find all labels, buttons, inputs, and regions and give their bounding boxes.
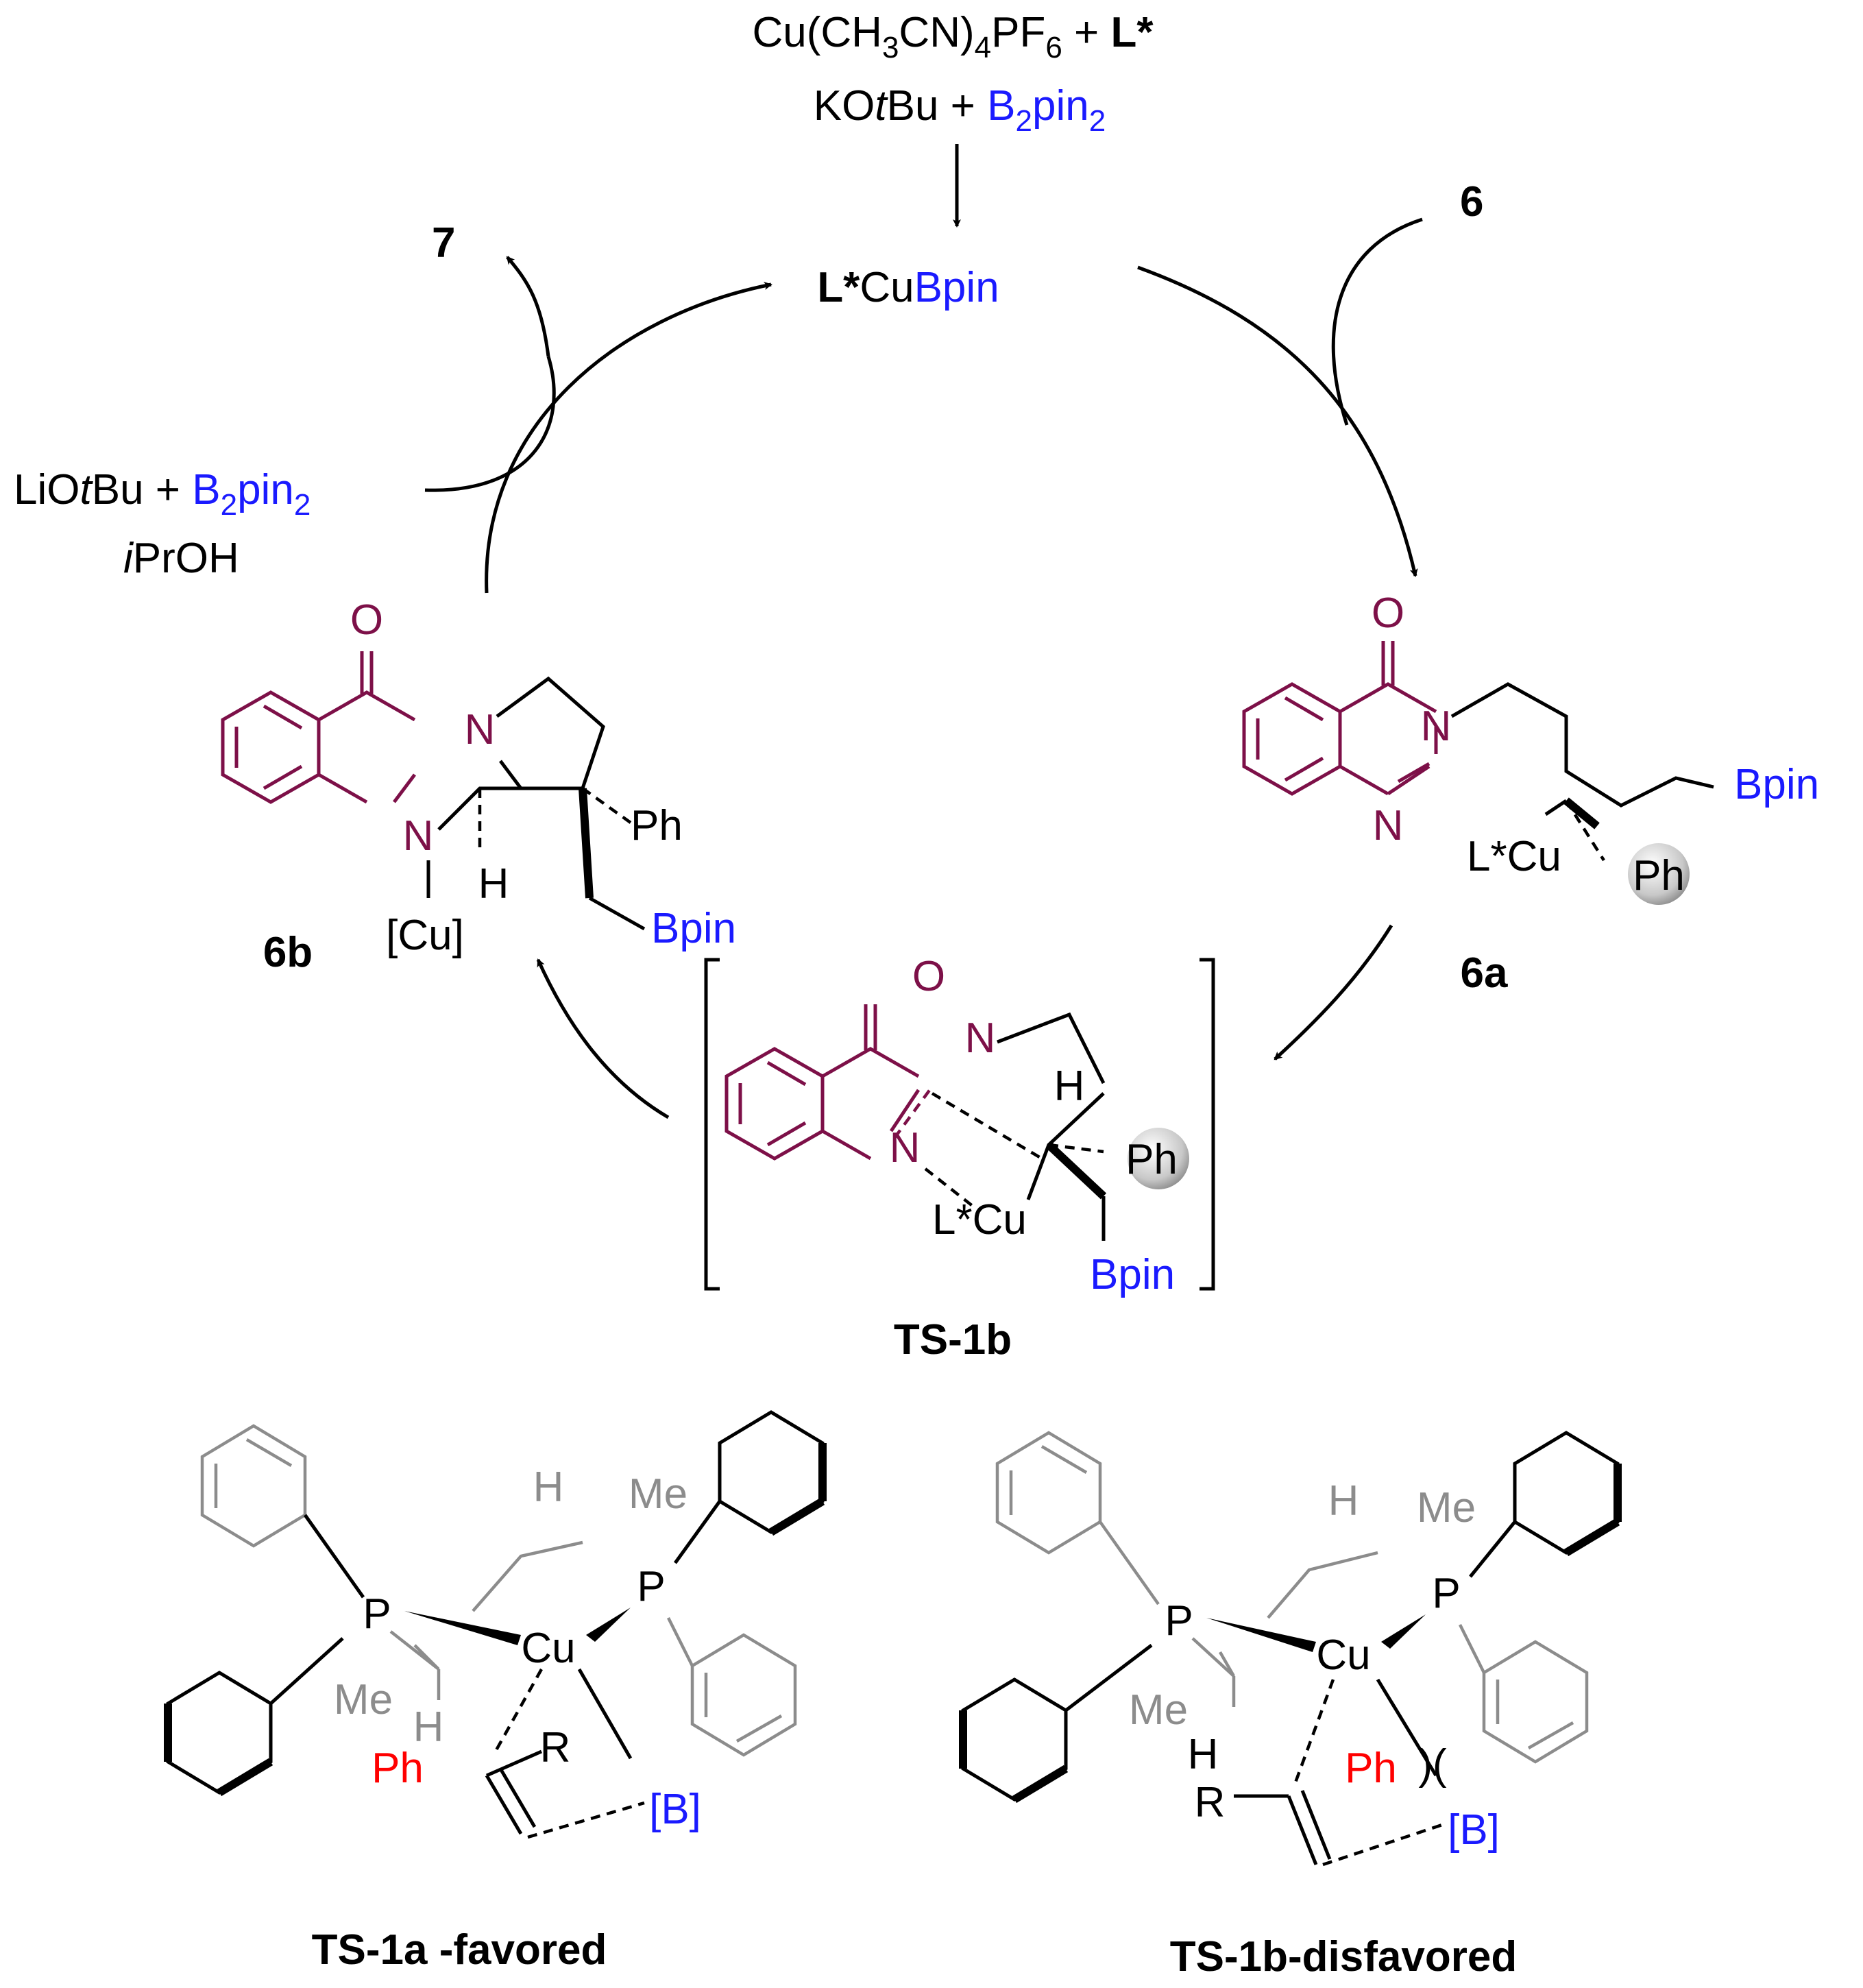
ts-1a-favored: P P Cu H Me Me H Ph R [B] TS-1a -favored [164, 1410, 827, 1974]
tsb-phenyl: Ph [1345, 1745, 1397, 1792]
arrow-6a-to-ts [1274, 924, 1393, 1060]
substrate-label: 6 [1460, 178, 1483, 226]
tsa-me-bottom: Me [334, 1676, 393, 1723]
ts-n-top: N [965, 1015, 996, 1062]
tsb-p-right: P [1432, 1570, 1460, 1617]
tsb-me-top: Me [1417, 1484, 1476, 1531]
6a-n-bottom: N [1373, 802, 1404, 849]
ts-label: TS-1b [894, 1316, 1012, 1363]
tsb-clash: )( [1418, 1741, 1447, 1789]
6a-bpin: Bpin [1734, 761, 1819, 808]
svg-text:Cu(CH3CN)4PF6 + L*: Cu(CH3CN)4PF6 + L* [752, 9, 1154, 64]
tsb-me-bottom: Me [1129, 1686, 1188, 1734]
arrow-product-out [506, 256, 550, 357]
6a-oxygen: O [1372, 590, 1404, 637]
ts-1b-disfavored: P P Cu H Me Me H )( Ph R [B] TS-1b-disfa… [959, 1431, 1622, 1980]
6a-phenyl-highlight [1628, 843, 1690, 905]
reagent-cu-salt: Cu(CH [752, 9, 881, 56]
svg-text:KOtBu + B2pin2: KOtBu + B2pin2 [814, 82, 1106, 138]
tsa-boron: [B] [649, 1786, 701, 1833]
ts-n-bottom: N [890, 1124, 921, 1172]
reagent-ligand: L* [1111, 9, 1154, 56]
svg-text:iPrOH: iPrOH [123, 535, 239, 582]
tsa-copper: Cu [521, 1625, 575, 1672]
tsb-p-left: P [1165, 1597, 1193, 1645]
6b-oxygen: O [350, 596, 383, 644]
6a-copper: L*Cu [1467, 833, 1561, 880]
intermediate-6a: O N N L*Cu Ph Bpin 6a [1242, 590, 1819, 997]
6b-bpin: Bpin [651, 905, 736, 952]
tsb-r-group: R [1195, 1779, 1226, 1826]
6a-label: 6a [1461, 949, 1508, 997]
product-label: 7 [432, 219, 455, 267]
ts-hydrogen: H [1054, 1063, 1085, 1110]
ts-bpin: Bpin [1090, 1251, 1175, 1298]
6b-copper: [Cu] [386, 912, 464, 959]
6b-hydrogen: H [478, 860, 509, 908]
cycle-arrows [424, 217, 1423, 1119]
reagent-b2pin2: B [987, 82, 1015, 130]
arrow-ts-to-6b [536, 958, 670, 1119]
ts-copper: L*Cu [932, 1196, 1027, 1244]
ts-phenyl-highlight [1128, 1128, 1189, 1189]
tsa-caption: TS-1a -favored [312, 1926, 607, 1974]
tsa-h-bottom: H [413, 1704, 444, 1751]
ts-oxygen: O [912, 953, 945, 1000]
6b-phenyl: Ph [631, 802, 683, 849]
tsb-h-top: H [1328, 1477, 1359, 1525]
intermediate-6b: O N N H Ph Bpin [Cu] 6b [221, 596, 736, 976]
arrow-regen-in [424, 356, 556, 492]
tsb-h-bottom: H [1188, 1731, 1219, 1778]
top-reagents: Cu(CH3CN)4PF6 + L* KOtBu + B2pin2 [752, 9, 1154, 228]
arrow-6b-to-catalyst [485, 282, 772, 594]
6a-n-top: N [1421, 703, 1452, 750]
tsa-r-group: R [540, 1724, 571, 1771]
6b-n-bottom: N [403, 812, 434, 860]
6b-label: 6b [263, 929, 313, 976]
tsb-boron: [B] [1448, 1806, 1500, 1854]
tsa-p-left: P [363, 1590, 391, 1638]
tsa-p-right: P [637, 1563, 665, 1610]
ts-1b-cycle: O N N H Ph L*Cu Bpin TS-1b [704, 953, 1215, 1363]
tsa-h-top: H [533, 1464, 564, 1511]
tsa-me-top: Me [629, 1470, 687, 1518]
tsb-caption: TS-1b-disfavored [1170, 1933, 1517, 1980]
ts-phenyl: Ph [1125, 1136, 1178, 1183]
tsb-copper: Cu [1316, 1632, 1370, 1679]
svg-text:LiOtBu + B2pin2: LiOtBu + B2pin2 [14, 466, 310, 522]
tsa-phenyl: Ph [372, 1745, 424, 1792]
arrow-catalyst-to-6a [1137, 265, 1418, 577]
regen-reagents: LiOtBu + B2pin2 iPrOH [14, 466, 310, 582]
arrow-substrate-in [1331, 217, 1423, 426]
6a-phenyl: Ph [1633, 852, 1685, 899]
6b-n-top: N [465, 706, 496, 753]
catalyst-label: L*CuBpin [817, 264, 999, 311]
